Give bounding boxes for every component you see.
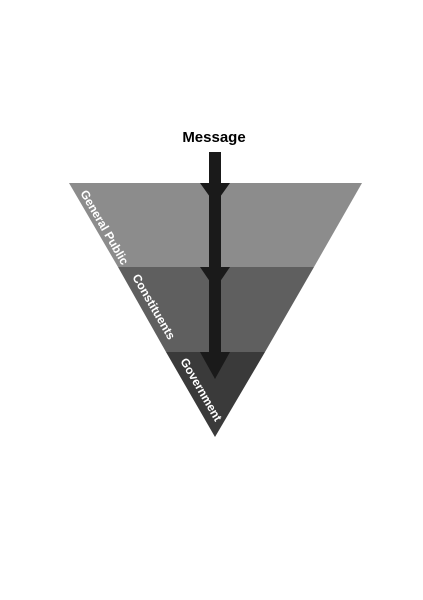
layer-government-band [166, 352, 265, 437]
arrow-head-top [200, 183, 230, 204]
arrow-shaft [209, 152, 221, 355]
message-arrow [200, 152, 230, 379]
arrow-head-middle [200, 267, 230, 289]
arrow-head-bottom [200, 352, 230, 379]
diagram-title: Message [182, 129, 245, 146]
